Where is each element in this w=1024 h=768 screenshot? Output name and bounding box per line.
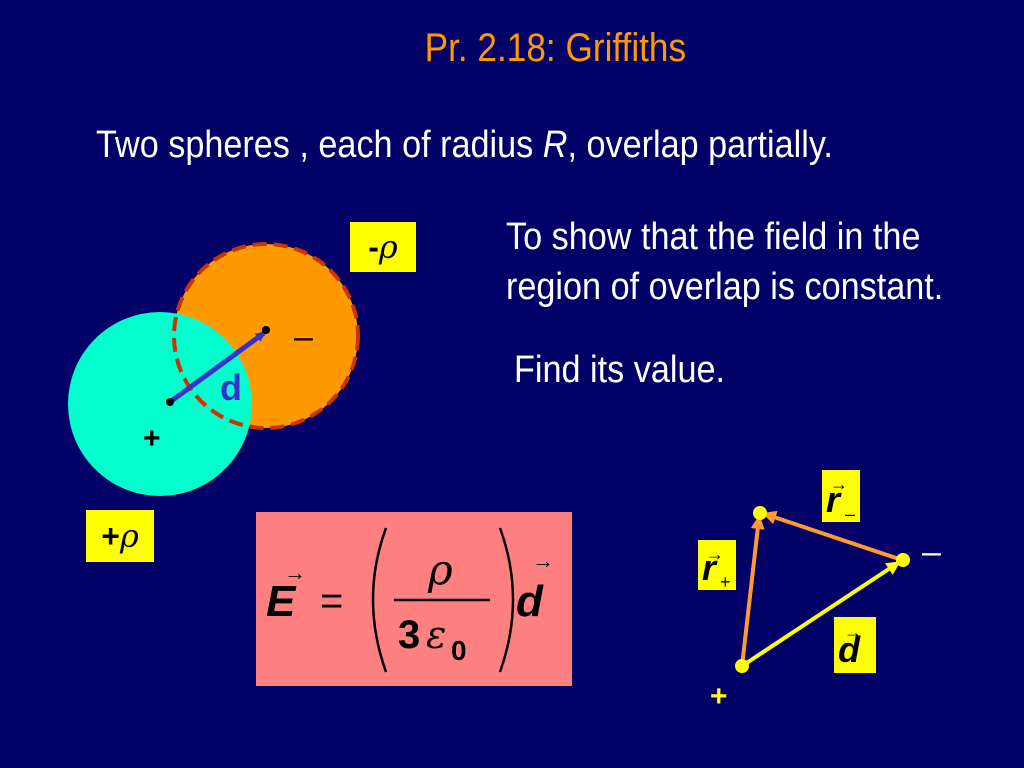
d-label-box [834,617,876,673]
vector-plus-mark: + [710,680,728,713]
radius-variable: R [542,124,568,166]
negative-density-tag: -ρ [350,222,416,272]
rho-symbol: ρ [119,517,139,555]
field-e: E [266,577,297,626]
d-vector-arrow [168,330,266,405]
positive-center-point [735,659,749,673]
slide-title: Pr. 2.18: Griffiths [424,26,687,70]
d-arrow-glyph: → [844,622,862,642]
r-minus-label-box [822,470,860,522]
goal-line-2: region of overlap is constant. [506,266,944,309]
field-formula: → E = ρ 3 ε 0 → d [266,527,554,673]
statement-post: , overlap partially. [567,124,833,166]
vector-arrow-over-e: → [284,560,306,585]
numerator-rho: ρ [427,545,453,594]
d-arrow [740,561,901,668]
negative-center-dot [262,326,270,334]
vector-d: d [516,577,544,626]
r-minus-subscript: – [845,504,855,524]
positive-sphere [68,312,252,496]
right-parenthesis [498,527,515,673]
problem-statement: Two spheres , each of radius R, overlap … [96,124,833,167]
positive-density-sign: + [101,517,120,554]
denominator-coefficient: 3 [398,613,420,657]
r-plus-subscript: + [720,572,731,592]
denominator-epsilon: ε [426,613,446,657]
r-minus-arrow [762,510,903,562]
positive-density-tag: +ρ [86,510,154,562]
negative-center-point [896,553,910,567]
r-minus-letter: r [826,479,842,520]
goal-text: To show that the field in the region of … [506,212,943,312]
r-plus-letter: r [702,547,718,588]
r-plus-arrow [740,515,765,667]
plus-mark: + [143,422,161,455]
find-value-text: Find its value. [514,349,726,391]
statement-pre: Two spheres , each of radius [96,124,543,166]
vector-minus-mark: – [922,533,941,571]
d-letter: d [838,629,861,670]
positive-center-dot [166,398,174,406]
epsilon-subscript: 0 [451,635,467,666]
goal-line-1: To show that the field in the [506,216,921,258]
rho-symbol: ρ [378,228,398,266]
negative-density-sign: - [368,228,379,265]
equals-sign: = [320,579,343,623]
minus-mark: – [294,318,313,356]
field-formula-box: → E = ρ 3 ε 0 → d [256,512,572,686]
left-parenthesis [371,527,388,673]
r-plus-label-box [698,540,736,590]
r-plus-arrow-glyph: → [706,544,724,564]
vector-arrow-over-d: → [532,548,554,573]
r-minus-arrow-glyph: → [830,474,848,494]
d-label: d [220,367,242,408]
test-point-dot [753,506,767,520]
